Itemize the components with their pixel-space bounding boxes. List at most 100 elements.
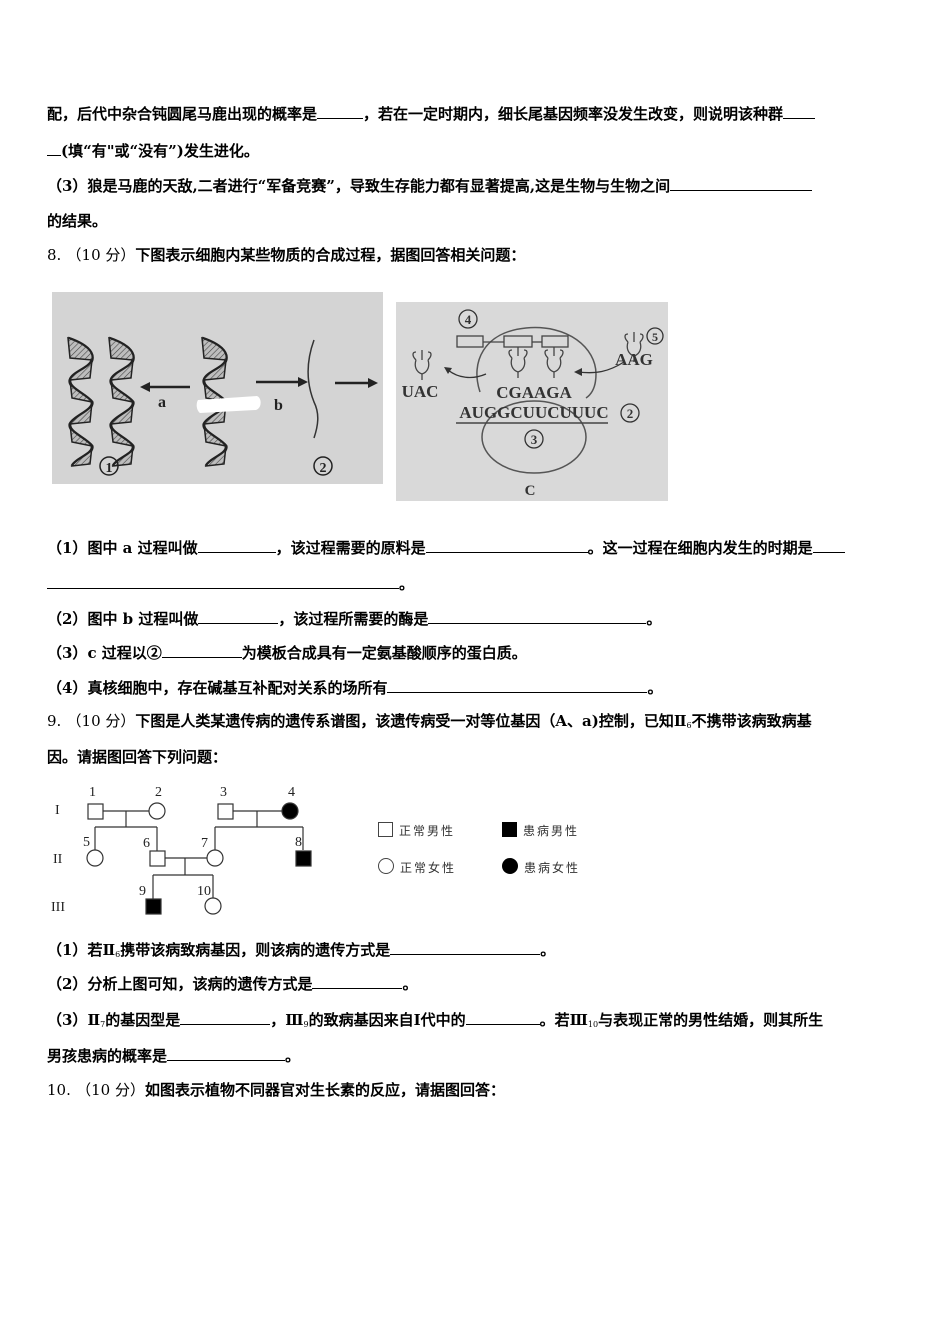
answer-blank[interactable] bbox=[387, 677, 648, 693]
q9-sub1: （1）若Ⅱ6携带该病致病基因，则该病的遗传方式是。 bbox=[47, 939, 555, 965]
answer-blank[interactable] bbox=[180, 1009, 271, 1025]
pedigree-chart: I II III 1 2 3 4 5 6 7 8 9 10 bbox=[45, 780, 345, 920]
answer-blank[interactable] bbox=[312, 973, 403, 989]
legend-affected-male: 患病男性 bbox=[502, 822, 579, 839]
answer-blank[interactable] bbox=[197, 537, 276, 553]
answer-blank[interactable] bbox=[783, 103, 816, 119]
text: 。 bbox=[646, 610, 662, 628]
q9-sub3-cont: 男孩患病的概率是。 bbox=[47, 1045, 300, 1066]
text: 的基因型是 bbox=[105, 1011, 181, 1029]
answer-blank[interactable] bbox=[317, 103, 364, 119]
answer-blank[interactable] bbox=[425, 537, 588, 553]
svg-text:2: 2 bbox=[155, 785, 162, 800]
text: ，若在一定时期内，细长尾基因频率没发生改变，则说明该种群 bbox=[363, 105, 784, 123]
q9-sub3: （3）Ⅱ7的基因型是，Ⅲ9的致病基因来自Ⅰ代中的。若Ⅲ10与表现正常的男性结婚，… bbox=[47, 1009, 823, 1035]
answer-blank[interactable] bbox=[161, 642, 242, 658]
text: 为模板合成具有一定氨基酸顺序的蛋白质。 bbox=[241, 644, 527, 662]
subscript: 6 bbox=[686, 721, 692, 730]
text: ，Ⅲ bbox=[270, 1011, 304, 1029]
svg-text:UAC: UAC bbox=[402, 382, 439, 401]
svg-text:2: 2 bbox=[320, 461, 327, 476]
sub-label: （3） bbox=[47, 1011, 88, 1029]
text: 与表现正常的男性结婚，则其所生 bbox=[598, 1011, 824, 1029]
dna-helix-icon bbox=[67, 336, 94, 467]
text: 。若Ⅲ bbox=[539, 1011, 588, 1029]
svg-text:8: 8 bbox=[295, 835, 302, 850]
question-score: （10 分） bbox=[66, 712, 136, 730]
square-outline-icon bbox=[378, 822, 393, 837]
answer-blank[interactable] bbox=[47, 573, 399, 589]
question-stem: 下图是人类某遗传病的遗传系谱图，该遗传病受一对等位基因（A、a)控制，已知Ⅱ bbox=[135, 712, 687, 730]
q9-stem: 9. （10 分）下图是人类某遗传病的遗传系谱图，该遗传病受一对等位基因（A、a… bbox=[47, 711, 812, 736]
dna-helix-icon bbox=[108, 336, 135, 467]
text: 。 bbox=[540, 941, 556, 959]
text: 。 bbox=[647, 679, 663, 697]
answer-blank[interactable] bbox=[812, 537, 845, 553]
q9-stem-cont: 因。请据图回答下列问题： bbox=[47, 747, 227, 767]
q7-line-2: (填“有"或“没有”)发生进化。 bbox=[47, 140, 259, 161]
svg-text:6: 6 bbox=[143, 836, 150, 851]
q9-sub2: （2）分析上图可知，该病的遗传方式是。 bbox=[47, 973, 417, 994]
svg-text:5: 5 bbox=[652, 330, 658, 344]
sub-label: （2） bbox=[47, 975, 88, 993]
svg-text:I: I bbox=[55, 803, 60, 818]
legend-label: 正常男性 bbox=[399, 824, 456, 838]
q7-sub3-end: 的结果。 bbox=[47, 211, 107, 231]
sub-label: （1） bbox=[47, 941, 88, 959]
question-stem: 不携带该病致病基 bbox=[691, 712, 812, 730]
text: 。 bbox=[399, 575, 415, 593]
q7-line-1: 配，后代中杂合钝圆尾马鹿出现的概率是 ，若在一定时期内，细长尾基因频率没发生改变，… bbox=[47, 103, 816, 124]
answer-blank[interactable] bbox=[47, 140, 61, 156]
svg-text:1: 1 bbox=[106, 461, 113, 476]
svg-text:C: C bbox=[525, 483, 536, 499]
sub-label: （3） bbox=[47, 644, 88, 662]
question-number: 8. bbox=[47, 246, 62, 264]
text: Ⅱ bbox=[87, 1011, 101, 1029]
question-stem: 因。请据图回答下列问题： bbox=[47, 748, 228, 766]
text: ，该过程需要的原料是 bbox=[275, 539, 426, 557]
answer-blank[interactable] bbox=[428, 608, 647, 624]
svg-text:AAG: AAG bbox=[615, 350, 653, 369]
legend-label: 患病男性 bbox=[523, 824, 580, 838]
svg-text:4: 4 bbox=[465, 312, 472, 327]
svg-text:AUGGCUUCUUUC: AUGGCUUCUUUC bbox=[459, 403, 608, 422]
question-score: （10 分） bbox=[66, 246, 136, 264]
sub-label: （2） bbox=[47, 610, 88, 628]
text: 。这一过程在细胞内发生的时期是 bbox=[587, 539, 813, 557]
answer-blank[interactable] bbox=[465, 1009, 540, 1025]
q8-stem: 8. （10 分）下图表示细胞内某些物质的合成过程，据图回答相关问题： bbox=[47, 245, 525, 265]
text: 配，后代中杂合钝圆尾马鹿出现的概率是 bbox=[47, 105, 318, 123]
svg-text:10: 10 bbox=[197, 884, 211, 899]
subscript: 9 bbox=[303, 1020, 309, 1029]
question-number: 9. bbox=[47, 712, 62, 730]
answer-blank[interactable] bbox=[167, 1045, 286, 1061]
text: 图中 b 过程叫做 bbox=[87, 610, 199, 628]
q8-sub4: （4）真核细胞中，存在碱基互补配对关系的场所有 。 bbox=[47, 677, 662, 698]
text: 真核细胞中，存在碱基互补配对关系的场所有 bbox=[87, 679, 388, 697]
text: 携带该病致病基因，则该病的遗传方式是 bbox=[120, 941, 391, 959]
answer-blank[interactable] bbox=[198, 608, 279, 624]
legend-affected-female: 患病女性 bbox=[502, 858, 580, 876]
text: 分析上图可知，该病的遗传方式是 bbox=[87, 975, 313, 993]
svg-text:9: 9 bbox=[139, 884, 146, 899]
square-filled-icon bbox=[502, 822, 517, 837]
text: 的结果。 bbox=[47, 212, 108, 230]
answer-blank[interactable] bbox=[670, 175, 813, 191]
subscript: 10 bbox=[587, 1020, 599, 1029]
q8-sub1: （1）图中 a 过程叫做，该过程需要的原料是。这一过程在细胞内发生的时期是 bbox=[47, 537, 845, 558]
q8-sub2: （2）图中 b 过程叫做，该过程所需要的酶是。 bbox=[47, 608, 661, 629]
svg-text:3: 3 bbox=[220, 785, 227, 800]
question-stem: 如图表示植物不同器官对生长素的反应，请据图回答： bbox=[144, 1081, 505, 1099]
answer-blank[interactable] bbox=[390, 939, 541, 955]
pedigree-legend: 正常男性 患病男性 正常女性 患病女性 bbox=[378, 822, 608, 882]
sub-label: （4） bbox=[47, 679, 88, 697]
question-score: （10 分） bbox=[76, 1081, 145, 1099]
svg-text:7: 7 bbox=[201, 836, 208, 851]
sub-label: （3） bbox=[47, 177, 88, 195]
sub-label: （1） bbox=[47, 539, 88, 557]
text: 的致病基因来自Ⅰ代中的 bbox=[308, 1011, 466, 1029]
text: (填“有"或“没有”)发生进化。 bbox=[61, 142, 259, 160]
legend-label: 正常女性 bbox=[400, 861, 457, 875]
circle-outline-icon bbox=[378, 858, 394, 874]
text: 。 bbox=[285, 1047, 301, 1065]
